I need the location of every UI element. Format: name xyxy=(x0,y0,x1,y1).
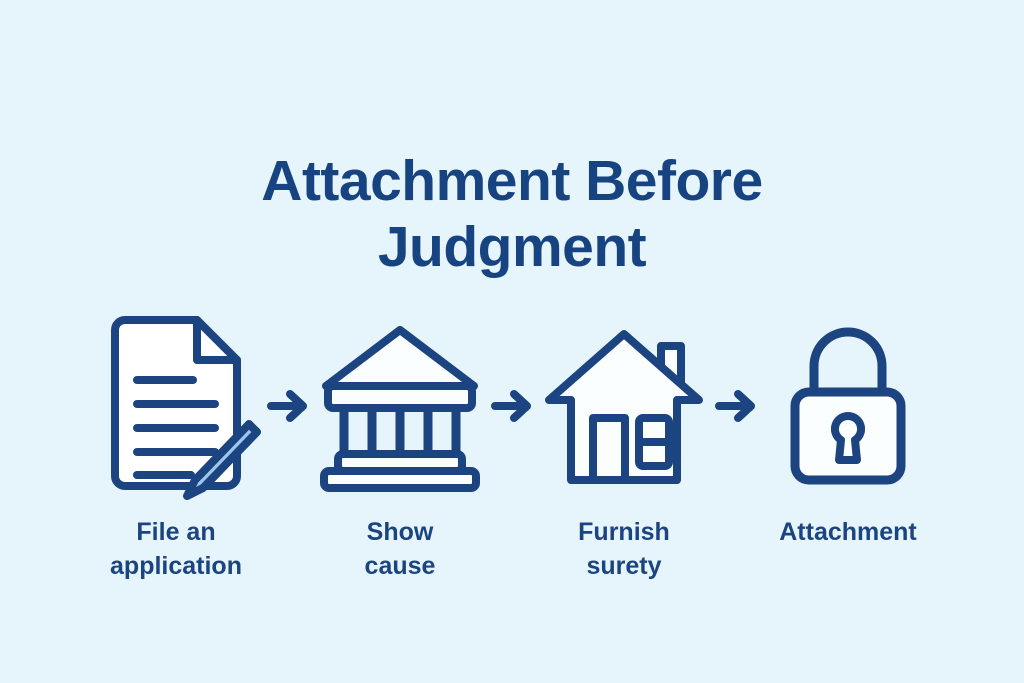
arrow-right-icon xyxy=(710,318,762,494)
flow-step-label: File an application xyxy=(110,518,242,580)
flow-step-attachment: Attachment xyxy=(762,318,934,550)
process-flow: File an application xyxy=(0,316,1024,583)
courthouse-icon xyxy=(316,318,484,494)
arrow-right-icon xyxy=(262,318,314,494)
title-block: Attachment Before Judgment xyxy=(0,148,1024,280)
flow-step-file-an-application: File an application xyxy=(90,316,262,583)
page-title: Attachment Before Judgment xyxy=(261,149,763,280)
house-icon xyxy=(541,318,707,494)
flow-step-label: Show cause xyxy=(364,518,436,580)
document-pen-icon xyxy=(101,316,261,501)
flow-step-label: Furnish surety xyxy=(578,518,670,580)
flow-step-label: Attachment xyxy=(779,518,917,547)
arrow-right-icon xyxy=(486,318,538,494)
flow-step-show-cause: Show cause xyxy=(314,318,486,583)
flow-step-furnish-surety: Furnish surety xyxy=(538,318,710,583)
padlock-icon xyxy=(781,318,915,494)
